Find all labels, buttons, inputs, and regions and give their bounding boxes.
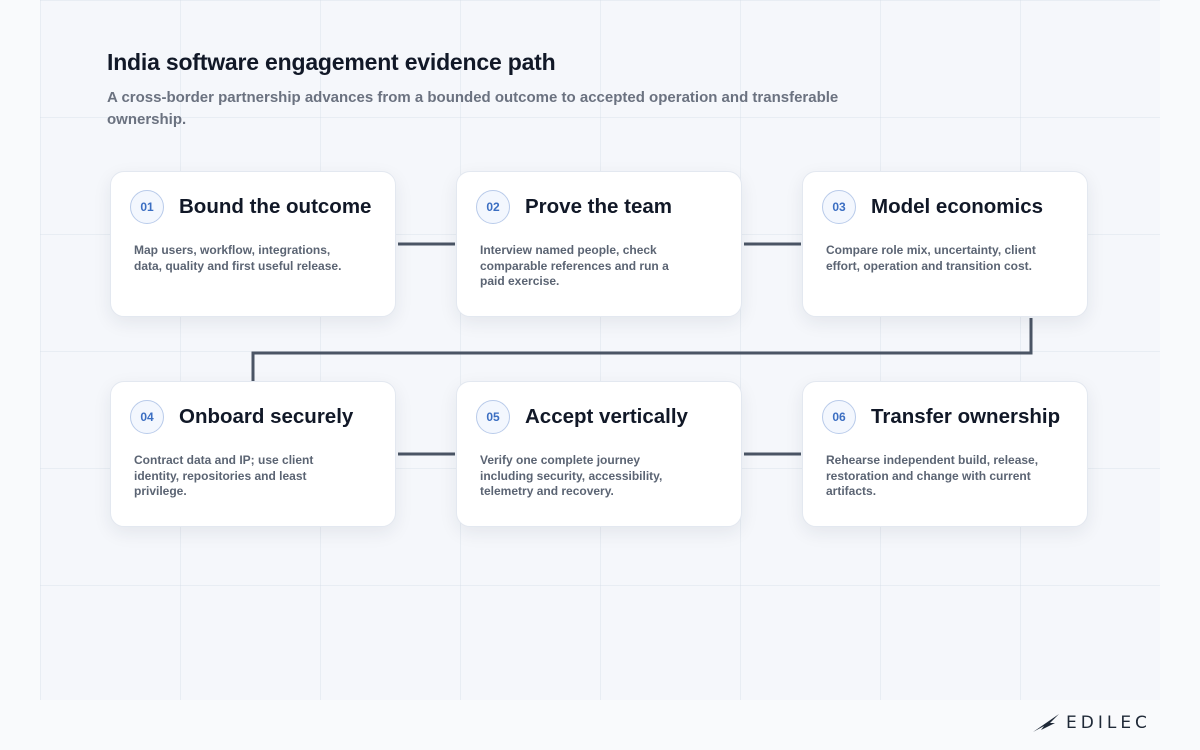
step-card-onboard-securely: 04 Onboard securely Contract data and IP… bbox=[110, 381, 396, 527]
step-number-badge: 02 bbox=[476, 190, 510, 224]
step-description: Verify one complete journey including se… bbox=[480, 453, 663, 499]
step-number-badge: 01 bbox=[130, 190, 164, 224]
step-number-badge: 06 bbox=[822, 400, 856, 434]
page-subtitle: A cross-border partnership advances from… bbox=[107, 89, 839, 128]
step-title: Onboard securely bbox=[179, 405, 354, 428]
step-card-bound-outcome: 01 Bound the outcome Map users, workflow… bbox=[110, 171, 396, 317]
step-description: Contract data and IP; use client identit… bbox=[134, 453, 314, 499]
brand-logo-text: EDILEC bbox=[1066, 713, 1151, 733]
step-title: Bound the outcome bbox=[179, 195, 372, 218]
step-description: Compare role mix, uncertainty, client ef… bbox=[826, 243, 1036, 273]
step-card-prove-team: 02 Prove the team Interview named people… bbox=[456, 171, 742, 317]
step-description: Map users, workflow, integrations, data,… bbox=[134, 243, 342, 273]
step-number-badge: 04 bbox=[130, 400, 164, 434]
brand-logo: EDILEC bbox=[1032, 711, 1151, 735]
step-title: Model economics bbox=[871, 195, 1044, 218]
step-title: Transfer ownership bbox=[871, 405, 1061, 428]
step-description: Rehearse independent build, release, res… bbox=[826, 453, 1039, 499]
step-number-badge: 05 bbox=[476, 400, 510, 434]
bird-wing-icon bbox=[1033, 714, 1059, 732]
step-card-accept-vertically: 05 Accept vertically Verify one complete… bbox=[456, 381, 742, 527]
step-title: Prove the team bbox=[525, 195, 672, 218]
step-description: Interview named people, check comparable… bbox=[480, 243, 669, 289]
step-card-model-economics: 03 Model economics Compare role mix, unc… bbox=[802, 171, 1088, 317]
step-card-transfer-ownership: 06 Transfer ownership Rehearse independe… bbox=[802, 381, 1088, 527]
page-title: India software engagement evidence path bbox=[107, 49, 556, 75]
step-number-badge: 03 bbox=[822, 190, 856, 224]
step-title: Accept vertically bbox=[525, 405, 688, 428]
